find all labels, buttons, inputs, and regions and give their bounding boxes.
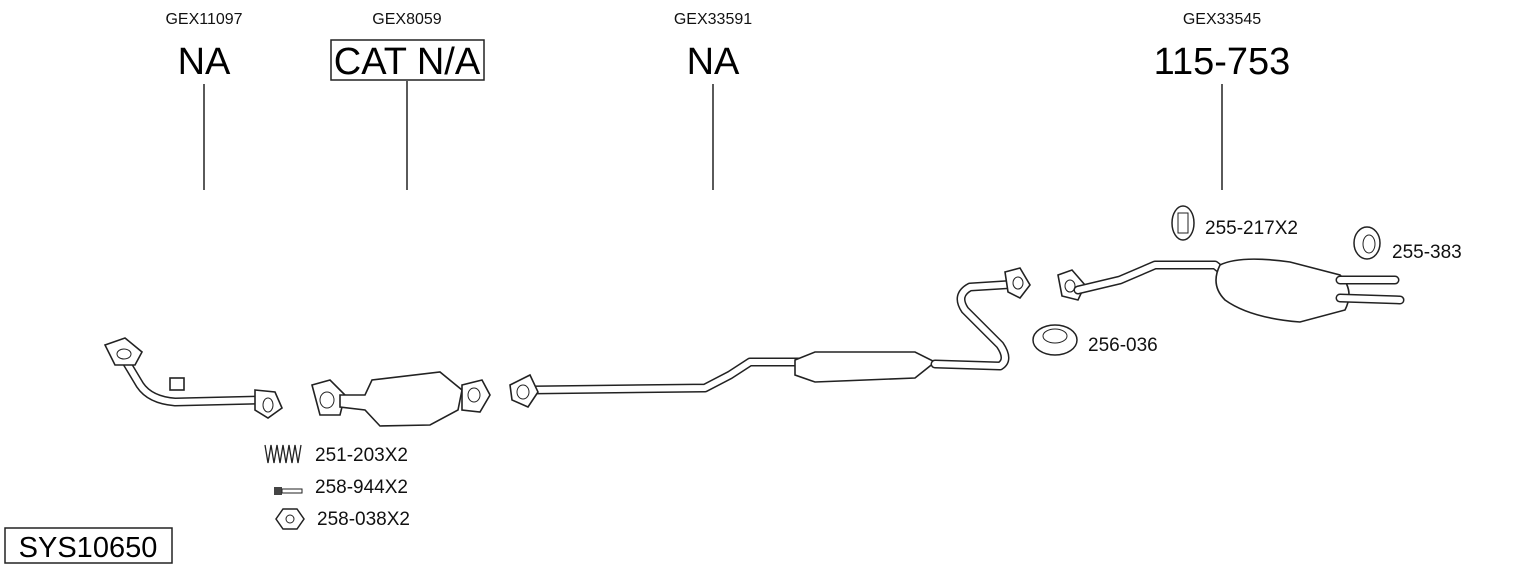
accessory-label: 258-944X2 <box>315 477 408 498</box>
part-code: GEX11097 <box>165 11 242 28</box>
accessory-spring[interactable]: 251-203X2 <box>264 444 408 466</box>
part-number-box <box>330 39 485 81</box>
accessory-label: 255-217X2 <box>1205 218 1298 239</box>
accessory-label: 256-036 <box>1088 335 1158 356</box>
rubber-ring-icon <box>1353 226 1381 260</box>
part-number: 115-753 <box>1154 41 1291 83</box>
rubber-hanger-icon <box>1171 205 1195 241</box>
bolt-icon <box>274 487 303 495</box>
gasket-ring-icon <box>1032 324 1078 356</box>
accessory-label: 251-203X2 <box>315 445 408 466</box>
accessory-label: 255-383 <box>1392 242 1462 263</box>
system-id-box: SYS10650 <box>4 527 173 564</box>
middle-pipe-drawing <box>509 267 1031 409</box>
part-code: GEX8059 <box>372 11 441 28</box>
column-front-pipe[interactable]: GEX11097 NA <box>165 11 243 190</box>
part-number: CAT N/A <box>334 41 481 83</box>
spring-icon <box>264 444 302 464</box>
accessory-bolt[interactable]: 258-944X2 <box>274 477 408 498</box>
accessory-rubber-ring[interactable]: 255-383 <box>1353 226 1462 263</box>
column-middle-pipe[interactable]: GEX33591 NA <box>674 11 752 190</box>
front-pipe-drawing <box>103 337 283 419</box>
rear-silencer-drawing <box>1057 258 1405 323</box>
column-rear-silencer[interactable]: GEX33545 115-753 <box>1154 11 1291 190</box>
accessory-nut[interactable]: 258-038X2 <box>275 508 410 530</box>
part-code: GEX33591 <box>674 11 752 28</box>
column-catalytic-converter[interactable]: GEX8059 CAT N/A <box>330 11 485 190</box>
part-number: NA <box>687 41 740 83</box>
part-code: GEX33545 <box>1183 11 1261 28</box>
accessory-gasket[interactable]: 256-036 <box>1032 324 1158 356</box>
nut-icon <box>275 508 305 530</box>
accessory-hanger[interactable]: 255-217X2 <box>1171 205 1298 241</box>
part-number: NA <box>178 41 231 83</box>
catalytic-converter-drawing <box>311 371 491 427</box>
accessory-label: 258-038X2 <box>317 509 410 530</box>
system-id: SYS10650 <box>19 532 158 564</box>
